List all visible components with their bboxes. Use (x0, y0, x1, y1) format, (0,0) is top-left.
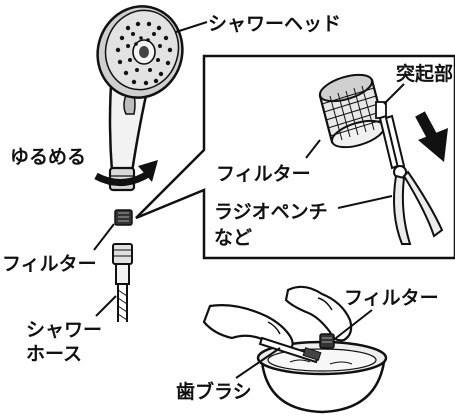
filter-enlarged (318, 73, 387, 149)
filter-left-label: フィルター (2, 253, 97, 275)
pliers-label-line2: など (214, 227, 252, 249)
protrusion-label: 突起部 (396, 62, 453, 85)
shower-hose (112, 243, 133, 322)
rotate-arrow-icon (94, 160, 158, 186)
wash-bowl (256, 340, 388, 414)
toothbrush (258, 336, 322, 364)
radio-pliers (378, 114, 444, 245)
inset-callout (135, 54, 455, 260)
nozzle-holes (115, 21, 173, 86)
down-right-arrow-icon (415, 111, 448, 162)
hose-label-line1: シャワー (26, 319, 102, 341)
right-hand (284, 285, 353, 342)
filter-inset-label: フィルター (216, 163, 311, 185)
hose-label-line2: ホース (26, 343, 82, 365)
toothbrush-label: 歯ブラシ (176, 380, 252, 403)
shower-head (96, 5, 184, 192)
filter-in-hand (319, 333, 335, 349)
loosen-label: ゆるめる (10, 146, 86, 168)
filter-bottom-label: フィルター (344, 287, 439, 309)
pliers-label-line1: ラジオペンチ (214, 201, 328, 223)
filter-part (114, 209, 133, 226)
shower-head-label: シャワーヘッド (208, 13, 341, 35)
